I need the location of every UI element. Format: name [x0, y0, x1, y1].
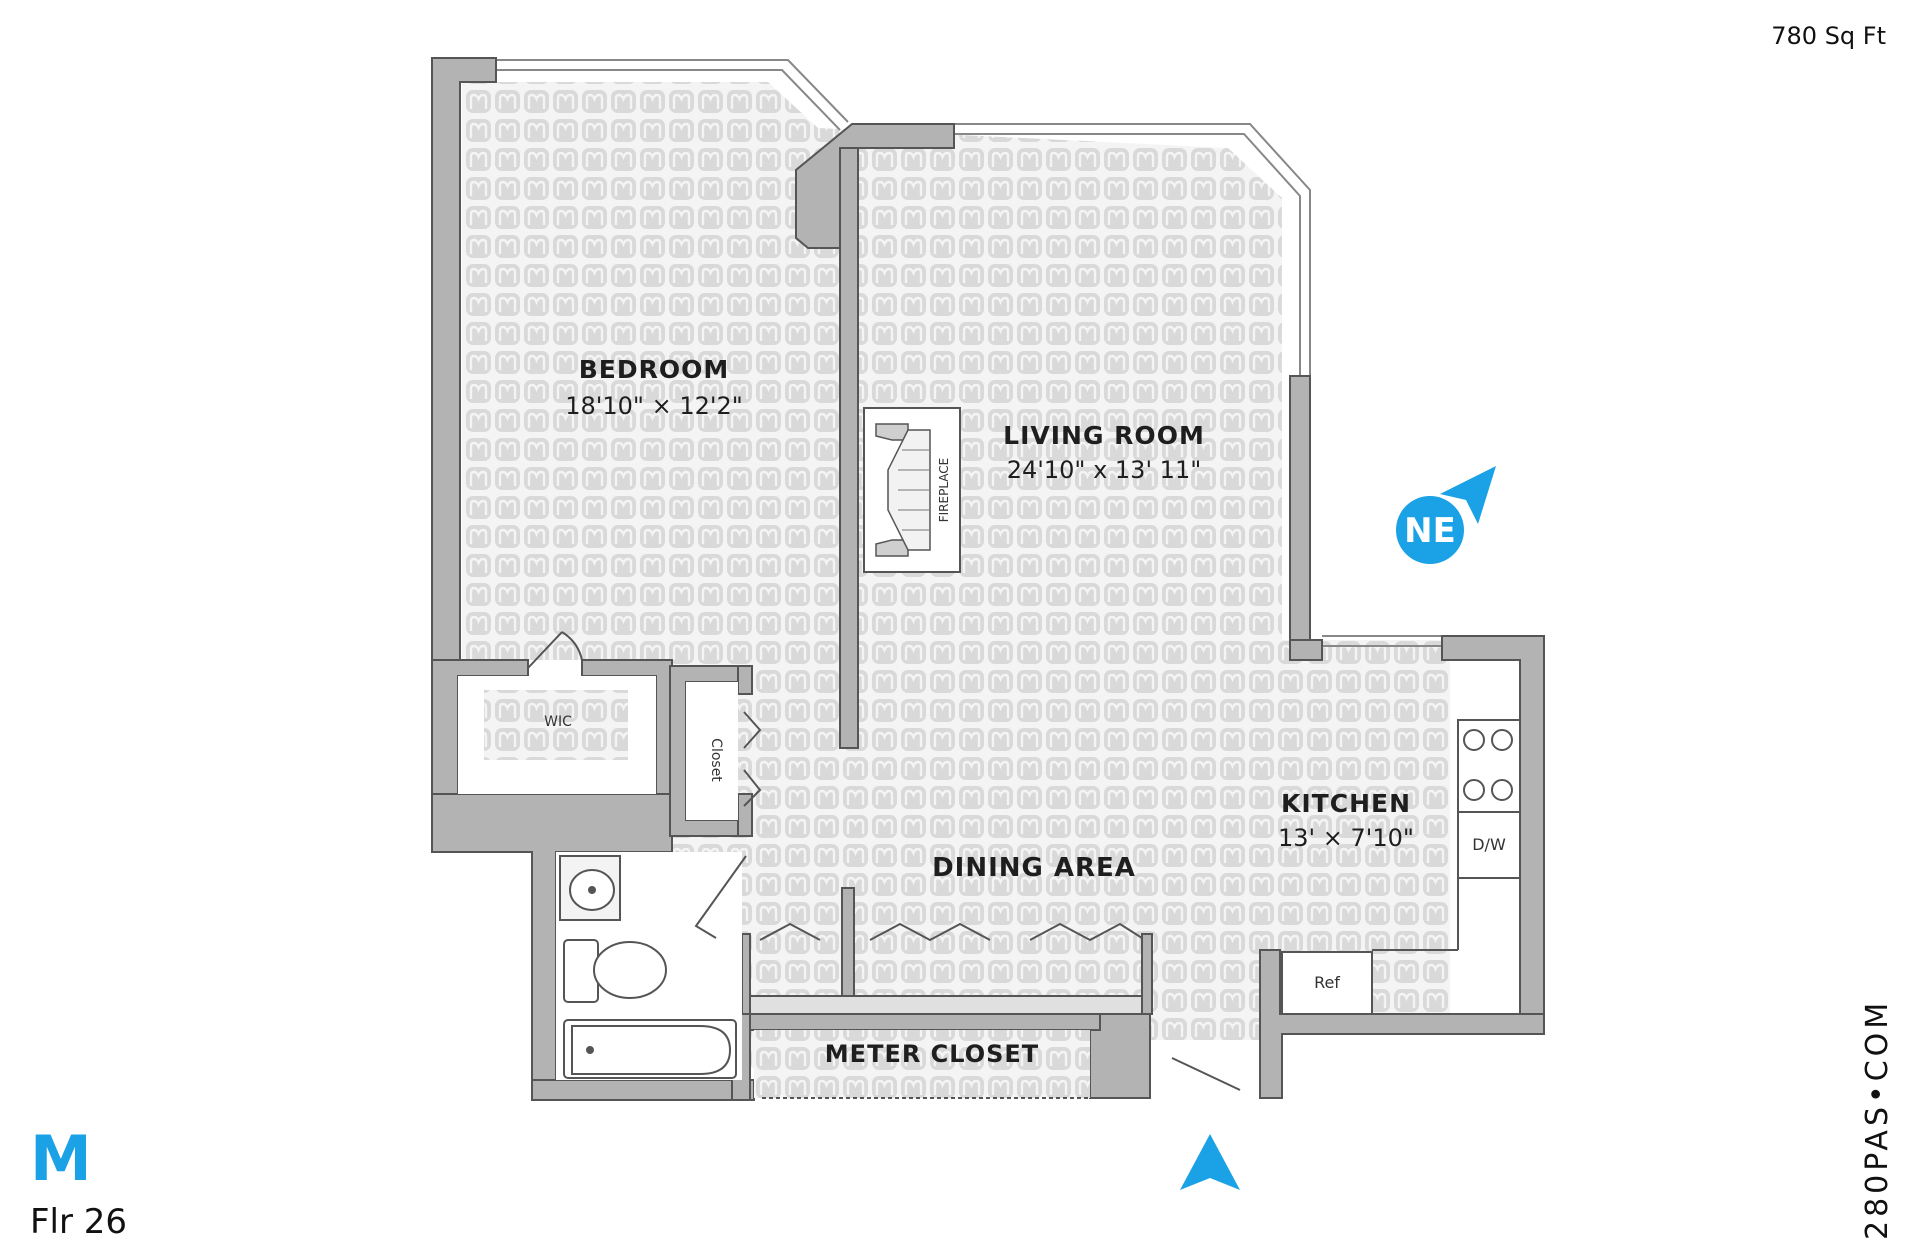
kitchen-fixtures [1281, 719, 1521, 1015]
kitchen-dims: 13' × 7'10" [1278, 824, 1414, 852]
dishwasher-label: D/W [1472, 835, 1506, 854]
living-room-dims: 24'10" x 13' 11" [1007, 456, 1202, 484]
meter-closet-floor [754, 1030, 1090, 1098]
living-room-label: LIVING ROOM [1003, 421, 1205, 450]
closet-label: Closet [708, 738, 724, 782]
floor-number: Flr 26 [30, 1202, 128, 1242]
compass-label: NE [1404, 511, 1456, 551]
unit-letter: M [30, 1122, 92, 1195]
wic-floor [484, 690, 628, 760]
kitchen-label: KITCHEN [1281, 789, 1411, 818]
dining-area-label: DINING AREA [932, 853, 1136, 883]
compass: NE [1396, 466, 1496, 564]
door-swings [527, 631, 1241, 1099]
square-footage: 780 Sq Ft [1771, 22, 1886, 50]
window-edges [495, 59, 1444, 647]
bedroom-dims: 18'10" × 12'2" [565, 392, 743, 420]
bathroom-fixtures [559, 855, 737, 1079]
bedroom-label: BEDROOM [579, 355, 730, 384]
fireplace-label: FIREPLACE [937, 458, 951, 523]
entrance-arrow-icon [1180, 1134, 1240, 1190]
brand-logo-text: 280PAS•COM [1860, 998, 1895, 1240]
fireplace: FIREPLACE [863, 407, 961, 573]
wic-label: WIC [544, 714, 572, 730]
meter-closet-label: METER CLOSET [825, 1040, 1039, 1068]
refrigerator-label: Ref [1314, 973, 1340, 992]
